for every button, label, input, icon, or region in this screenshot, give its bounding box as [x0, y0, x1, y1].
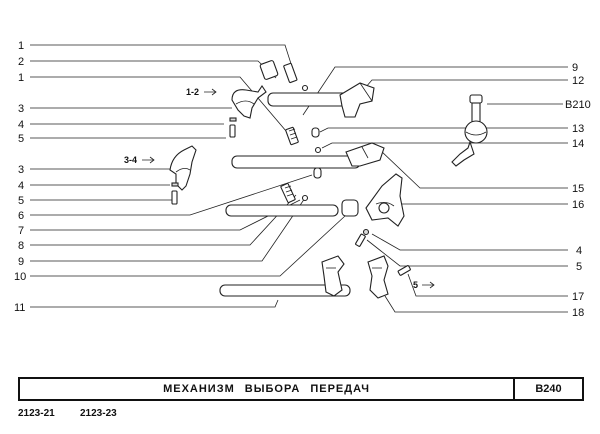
right-callouts: 9 12 13 14 15 16 4 5 17 18 B210 [565, 62, 591, 319]
shaft-1-2 [267, 82, 375, 118]
gear-label-3-4: 3-4 [124, 155, 155, 165]
shaft-reverse [219, 284, 351, 297]
left-callouts: 1 2 1 3 4 5 3 4 5 6 7 8 9 10 11 [14, 40, 26, 314]
callout-left: 8 [18, 240, 24, 252]
gear-label-1-2: 1-2 [186, 87, 217, 97]
callout-right: 18 [572, 307, 584, 319]
callout-right: 4 [576, 245, 582, 257]
callout-left: 4 [18, 119, 24, 131]
reference-code: B210 [565, 99, 591, 111]
model-code: 2123-23 [80, 408, 117, 419]
callout-left: 9 [18, 256, 24, 268]
selector-lever [451, 94, 488, 167]
callout-left: 7 [18, 225, 24, 237]
shaft-3-4 [231, 142, 385, 169]
callout-right: 15 [572, 183, 584, 195]
callout-right: 12 [572, 75, 584, 87]
callout-left: 11 [14, 302, 25, 314]
shaft-5 [225, 204, 339, 217]
gear-label-1-2-text: 1-2 [186, 87, 199, 97]
lever-17 [321, 255, 345, 297]
page-code: B240 [535, 383, 562, 395]
callout-left: 2 [18, 56, 24, 68]
callout-left: 3 [18, 164, 24, 176]
callout-left: 4 [18, 180, 24, 192]
callout-left: 5 [18, 133, 24, 145]
callout-right: 13 [572, 123, 584, 135]
title-block: МЕХАНИЗМ ВЫБОРА ПЕРЕДАЧ B240 [18, 377, 584, 401]
fork-1-2 [229, 85, 267, 138]
callout-left: 5 [18, 195, 24, 207]
callout-left: 1 [18, 72, 24, 84]
title-divider [513, 379, 515, 399]
lever-18 [367, 255, 411, 299]
callout-right: 17 [572, 291, 584, 303]
callout-left: 10 [14, 271, 26, 283]
callout-left: 6 [18, 210, 24, 222]
model-code: 2123-21 [18, 408, 55, 419]
callout-right: 16 [572, 199, 584, 211]
fork-3-4 [169, 145, 197, 205]
gear-label-3-4-text: 3-4 [124, 155, 137, 165]
diagram-title: МЕХАНИЗМ ВЫБОРА ПЕРЕДАЧ [163, 383, 370, 395]
detent-parts [259, 60, 359, 217]
gear-label-5: 5 [413, 280, 435, 290]
leader-lines [30, 44, 568, 313]
callout-left: 3 [18, 103, 24, 115]
callout-right: 9 [572, 62, 578, 74]
gear-label-5-text: 5 [413, 280, 418, 290]
callout-left: 1 [18, 40, 24, 52]
fork-5 [355, 173, 405, 247]
callout-right: 5 [576, 261, 582, 273]
callout-right: 14 [572, 138, 584, 150]
